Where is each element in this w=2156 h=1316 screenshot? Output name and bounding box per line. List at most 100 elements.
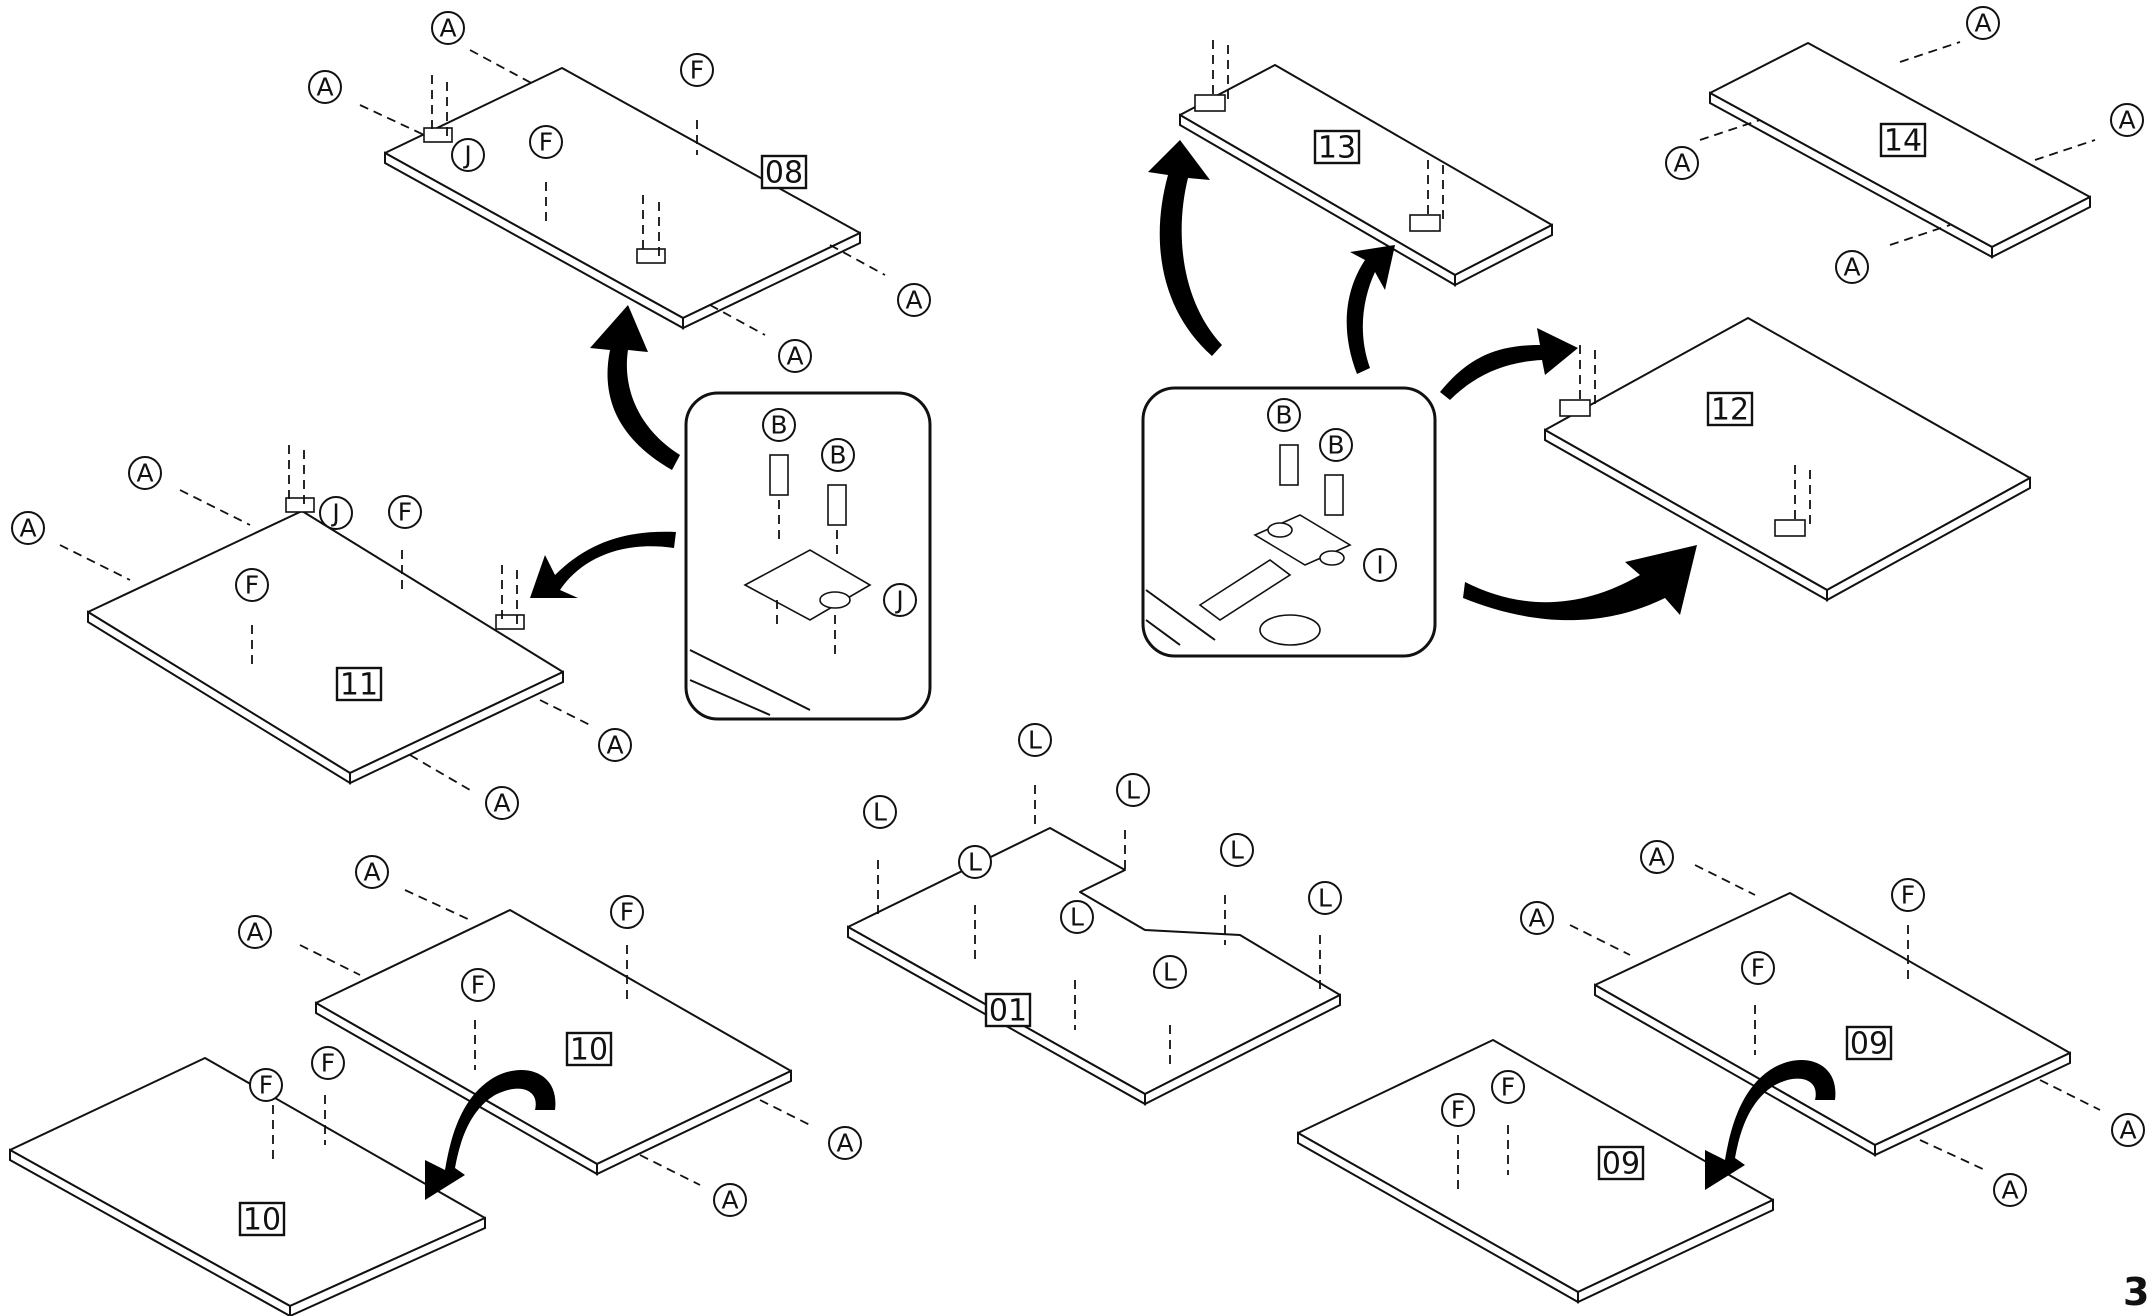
callout-circle [431,11,465,45]
part-callout-f: F [1751,954,1765,983]
part-callout-f: F [539,128,553,157]
panel-number-14: 14 [1884,124,1922,159]
callout-circle [1640,840,1674,874]
part-callout-a: A [363,858,380,887]
callout-circle [1491,1070,1525,1104]
callout-circle [1153,955,1187,989]
part-callout-l: L [1163,958,1177,987]
part-callout-a: A [606,731,623,760]
part-callout-a: A [2118,106,2135,135]
callout-circle [319,496,353,530]
part-callout-b: B [770,411,787,440]
callout-circle [235,568,269,602]
panel-09-front: 09 [1297,1039,1774,1304]
part-callout-j: J [894,586,903,615]
callout-circle [883,583,917,617]
part-callout-a: A [316,73,333,102]
callout-circle [1363,548,1397,582]
callout-circle [713,1183,747,1217]
callout-circle [958,845,992,879]
callout-circle [1835,250,1869,284]
callout-circle [529,125,563,159]
callout-circle [1441,1093,1475,1127]
part-callout-l: L [1028,726,1042,755]
hinge-icon [423,127,666,264]
part-callout-a: A [1843,253,1860,282]
panel-12: 12 [1544,317,2031,602]
part-callout-f: F [471,971,485,1000]
callout-circle [1741,951,1775,985]
callout-circle [1665,146,1699,180]
callout-circle [308,70,342,104]
panel-number-08: 08 [765,156,803,191]
callout-circle [2110,103,2144,137]
part-callout-a: A [905,286,922,315]
part-callout-a: A [786,342,803,371]
panel-number-09-front: 09 [1602,1147,1640,1182]
callout-circle [11,511,45,545]
panel-number-13: 13 [1318,131,1356,166]
panel-number-09-back: 09 [1850,1027,1888,1062]
hinge-detail [1141,386,1437,658]
callout-circle [311,1046,345,1080]
hinge-plate-detail [684,391,932,721]
callout-circle [128,456,162,490]
part-callout-f: F [398,498,412,527]
curved-arrow-icon [425,140,1836,1200]
part-callout-f: F [1451,1096,1465,1125]
callout-circle [778,339,812,373]
callout-circle [897,283,931,317]
callout-circle [2111,1113,2145,1147]
part-callout-l: L [1318,884,1332,913]
part-callout-f: F [620,898,634,927]
part-callout-l: L [873,798,887,827]
part-callout-a: A [1673,149,1690,178]
part-callout-a: A [2001,1176,2018,1205]
part-callout-l: L [1070,903,1084,932]
callout-circle [1891,878,1925,912]
callout-circle [610,895,644,929]
callout-circle [1220,833,1254,867]
panel-08: 08 [359,49,886,336]
panel-09-back: 09 [1569,864,2101,1171]
part-callout-j: J [462,141,471,170]
part-callout-b: B [1275,401,1292,430]
panel-number-10-back: 10 [570,1033,608,1068]
panel-number-12: 12 [1711,393,1749,428]
panel-10-front: 10 [9,1057,486,1316]
callouts: A A F F J A A A A J F F A A B B J B B I … [11,6,2145,1217]
panel-number-10-front: 10 [243,1203,281,1238]
panel-14: 14 [1699,41,2096,259]
callout-circle [461,968,495,1002]
part-callout-b: B [1327,431,1344,460]
panel-10-back: 10 [299,889,811,1186]
callout-circle [1993,1173,2027,1207]
part-callout-j: J [330,499,339,528]
panel-number-01: 01 [989,994,1027,1029]
callout-circle [821,438,855,472]
part-callout-a: A [721,1186,738,1215]
part-callout-a: A [136,459,153,488]
panel-01: 01 [847,785,1341,1106]
callout-circle [238,915,272,949]
part-callout-f: F [1501,1073,1515,1102]
part-callout-a: A [1974,9,1991,38]
part-callout-a: A [2119,1116,2136,1145]
callout-circle [355,855,389,889]
part-callout-l: L [1230,836,1244,865]
panel-11: 11 [59,445,591,791]
part-callout-a: A [836,1129,853,1158]
part-callout-f: F [1901,881,1915,910]
part-callout-l: L [968,848,982,877]
callout-circle [598,728,632,762]
part-callout-f: F [259,1071,273,1100]
callout-circle [1060,900,1094,934]
page-number: 3 [2123,1270,2149,1314]
callout-circle [1520,901,1554,935]
callout-circle [762,408,796,442]
callout-circle [863,795,897,829]
part-callout-l: L [1126,776,1140,805]
part-callout-i: I [1376,551,1383,580]
callout-circle [388,495,422,529]
callout-circle [680,53,714,87]
